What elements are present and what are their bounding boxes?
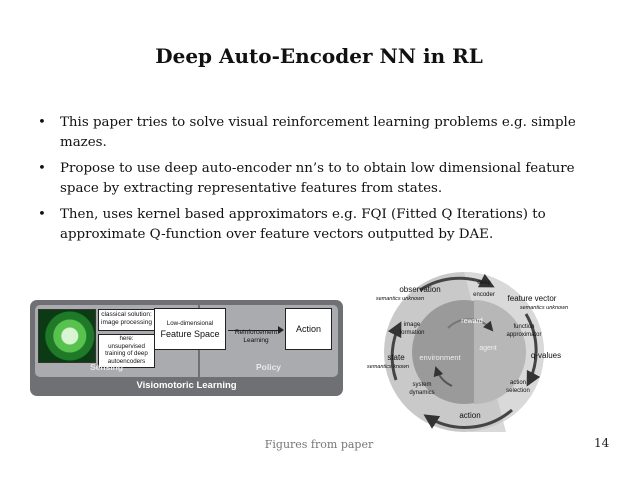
bullet-text: Propose to use deep auto-encoder nn’s to… xyxy=(60,161,575,196)
bullet-list: • This paper tries to solve visual reinf… xyxy=(38,113,598,251)
policy-label: Policy xyxy=(256,362,282,372)
bullet-text: This paper tries to solve visual reinfor… xyxy=(60,115,576,150)
visiomotoric-learning-figure: classical solution: image processing her… xyxy=(30,300,343,396)
feature-space-label: Feature Space xyxy=(160,329,220,339)
feature-space-small-label: Low-dimensional xyxy=(166,320,214,327)
figure-caption: Figures from paper xyxy=(264,438,374,451)
q-values-arrow xyxy=(524,313,541,387)
rl-arrow-line xyxy=(228,330,278,331)
feature-vector-label: feature vector xyxy=(508,294,557,303)
system-label: system xyxy=(412,382,431,388)
bullet-icon: • xyxy=(38,115,46,130)
feature-space-box xyxy=(154,308,226,350)
bullet-item: • This paper tries to solve visual reinf… xyxy=(38,113,598,153)
slide-title: Deep Auto-Encoder NN in RL xyxy=(155,44,483,68)
observation-sub-label: semantics unknown xyxy=(376,296,424,302)
autoencoder-note-box xyxy=(98,334,155,368)
bullet-icon: • xyxy=(38,161,46,176)
deep-label: deep xyxy=(477,280,491,286)
encoder-label: encoder xyxy=(473,292,495,298)
state-arrow xyxy=(387,321,402,381)
feature-vector-sub-label: semantics unknown xyxy=(520,305,568,311)
state-label: state xyxy=(387,353,405,362)
action-selection-label-1: action xyxy=(510,380,526,386)
page-number: 14 xyxy=(594,436,610,450)
autoencoder-note-label: here: unsupervised training of deep auto… xyxy=(105,335,148,365)
function-label: function xyxy=(513,324,534,330)
camera-image xyxy=(38,309,96,363)
system-dynamics-arrow xyxy=(433,366,453,387)
visiomotoric-learning-label: Visiomotoric Learning xyxy=(136,380,237,391)
dynamics-label: dynamics xyxy=(409,390,434,396)
action-selection-label-2: selection xyxy=(506,388,530,394)
approximator-label: approximator xyxy=(506,332,541,338)
reward-arrow xyxy=(447,318,494,332)
agent-label: agent xyxy=(479,345,497,352)
rl-loop-figure: observation semantics unknown deep encod… xyxy=(367,272,568,432)
environment-label: environment xyxy=(419,353,461,362)
bullet-icon: • xyxy=(38,207,46,222)
state-sub-label: semantics known xyxy=(367,364,409,370)
q-values-label: q-values xyxy=(531,351,561,360)
reward-label: reward xyxy=(461,318,483,325)
observation-arrow xyxy=(419,273,495,292)
formation-label: formation xyxy=(399,330,424,336)
classical-solution-label: classical solution: image processing xyxy=(101,311,152,326)
observation-label: observation xyxy=(399,285,440,294)
action-box xyxy=(285,308,332,350)
rl-arrow-head xyxy=(278,326,284,334)
action-label: Action xyxy=(295,324,321,334)
bullet-item: • Propose to use deep auto-encoder nn’s … xyxy=(38,159,598,199)
action-arrow xyxy=(423,408,513,429)
sensing-label: Sensing xyxy=(90,362,124,372)
bullet-text: Then, uses kernel based approximators e.… xyxy=(60,207,546,242)
bullet-item: • Then, uses kernel based approximators … xyxy=(38,205,598,245)
reinforcement-learning-label: Reinforcement Learning xyxy=(234,329,278,344)
image-label: image xyxy=(404,322,421,328)
action-label: action xyxy=(459,411,480,420)
